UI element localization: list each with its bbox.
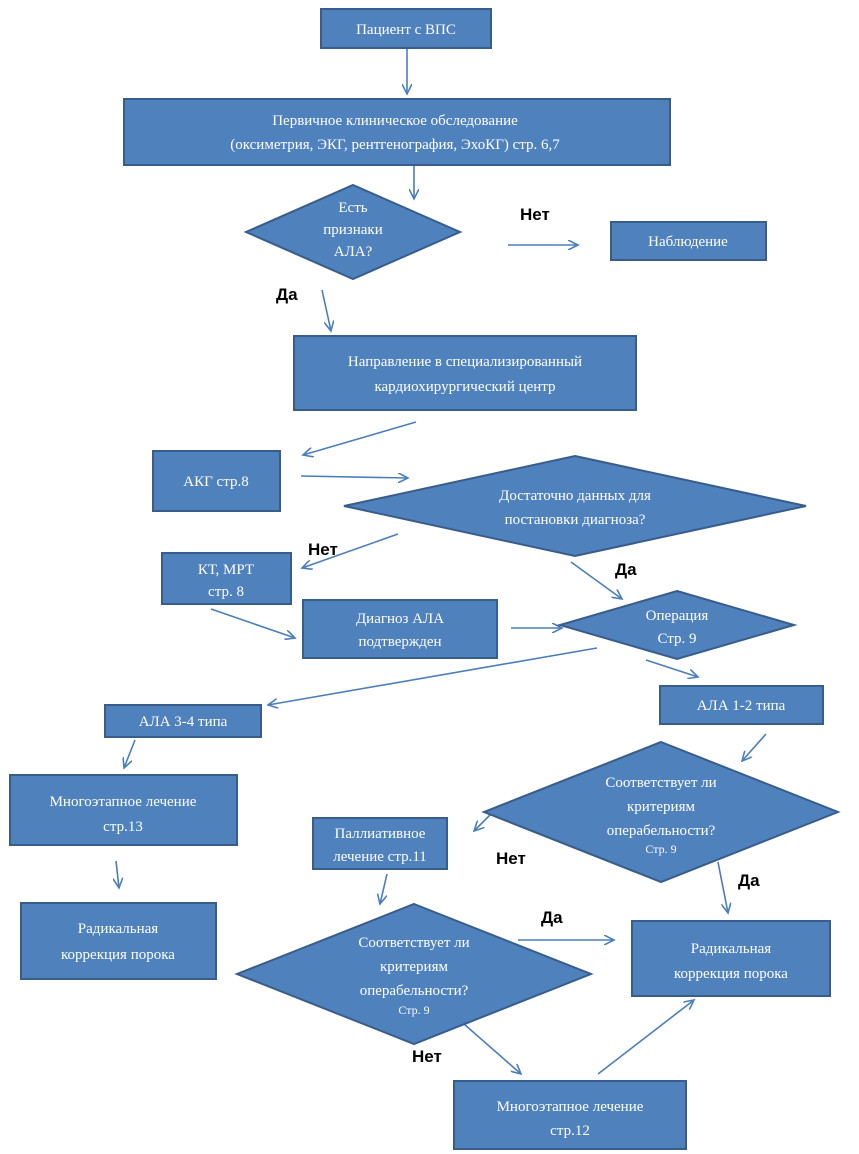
- edge-enough-to-operation: [570, 561, 622, 599]
- node-multistage-12-line-2: стр.12: [550, 1123, 590, 1139]
- node-multistage-13-line-1: Многоэтапное лечение: [50, 794, 197, 810]
- node-patient-line-1: Пациент с ВПС: [356, 22, 456, 38]
- edge-labels: Нет Да Нет Да Нет Да Да Нет: [276, 205, 760, 1066]
- node-ala-3-4: АЛА 3-4 типа: [104, 704, 262, 738]
- node-palliative-line-1: Паллиативное: [335, 826, 426, 842]
- node-palliative: Паллиативное лечение стр.11: [312, 817, 448, 870]
- label-no-palliative: Нет: [496, 849, 526, 868]
- node-radical-right-line-1: Радикальная: [691, 941, 772, 957]
- label-no-ct: Нет: [308, 540, 338, 559]
- node-enough-data: Достаточно данных для постановки диагноз…: [343, 454, 807, 558]
- node-meets-criteria-2-line-3: операбельности?: [360, 983, 469, 999]
- node-meets-criteria-1: Соответствует ли критериям операбельност…: [481, 740, 841, 884]
- node-meets-criteria-1-line-2: критериям: [627, 799, 695, 815]
- node-operation-line-1: Операция: [646, 608, 709, 624]
- edge-criteria1-to-radical-right: [717, 861, 728, 913]
- node-referral: Направление в специализированный кардиох…: [293, 335, 637, 411]
- node-ala-1-2-line-1: АЛА 1-2 типа: [697, 698, 786, 714]
- label-yes-radical-1: Да: [738, 871, 760, 890]
- node-meets-criteria-2-ref: Стр. 9: [398, 1003, 429, 1017]
- node-meets-criteria-2-line-2: критериям: [380, 959, 448, 975]
- node-meets-criteria-2: Соответствует ли критериям операбельност…: [234, 902, 594, 1046]
- node-akg-line-1: АКГ стр.8: [183, 474, 248, 490]
- label-no-observation: Нет: [520, 205, 550, 224]
- edge-multistage12-to-radical-right: [597, 1000, 694, 1075]
- node-observation: Наблюдение: [610, 221, 767, 261]
- label-yes-radical-2: Да: [541, 908, 563, 927]
- node-multistage-12: Многоэтапное лечение стр.12: [453, 1080, 687, 1150]
- edge-enough-to-ct: [302, 533, 399, 568]
- node-primary-exam-line-2: (оксиметрия, ЭКГ, рентгенография, ЭхоКГ)…: [230, 137, 560, 153]
- node-referral-line-2: кардиохирургический центр: [374, 379, 555, 395]
- node-meets-criteria-1-ref: Стр. 9: [645, 842, 676, 856]
- node-radical-left: Радикальная коррекция порока: [20, 902, 217, 980]
- node-meets-criteria-1-line-3: операбельности?: [607, 823, 716, 839]
- label-yes-referral: Да: [276, 285, 298, 304]
- node-multistage-13-line-2: стр.13: [103, 819, 143, 835]
- node-radical-left-line-2: коррекция порока: [61, 947, 175, 963]
- edge-ct-to-diagnosis: [210, 608, 295, 638]
- node-enough-data-line-2: постановки диагноза?: [505, 512, 646, 528]
- node-signs-ala-line-3: АЛА?: [334, 244, 373, 260]
- node-multistage-13: Многоэтапное лечение стр.13: [9, 774, 238, 846]
- node-ala-3-4-line-1: АЛА 3-4 типа: [139, 714, 228, 730]
- edge-operation-to-ala12: [645, 659, 698, 677]
- node-multistage-12-line-1: Многоэтапное лечение: [497, 1099, 644, 1115]
- node-signs-ala: Есть признаки АЛА?: [243, 183, 463, 281]
- node-akg: АКГ стр.8: [152, 450, 281, 512]
- node-palliative-line-2: лечение стр.11: [333, 849, 427, 865]
- label-yes-operation: Да: [615, 560, 637, 579]
- node-ct-mri: КТ, МРТ стр. 8: [161, 552, 292, 605]
- node-signs-ala-line-1: Есть: [338, 200, 367, 216]
- node-operation-line-2: Стр. 9: [657, 631, 696, 647]
- edge-ala34-to-multistage13: [124, 739, 136, 768]
- node-diagnosis-confirmed-line-1: Диагноз АЛА: [356, 611, 444, 627]
- edges: [116, 49, 767, 1075]
- label-no-multistage: Нет: [412, 1047, 442, 1066]
- node-observation-line-1: Наблюдение: [648, 234, 728, 250]
- node-diagnosis-confirmed-line-2: подтвержден: [358, 634, 441, 650]
- edge-operation-to-ala34: [268, 647, 598, 705]
- edge-signs-to-referral: [321, 289, 331, 331]
- node-primary-exam: Первичное клиническое обследование (окси…: [123, 98, 671, 166]
- node-meets-criteria-2-line-1: Соответствует ли: [358, 935, 469, 951]
- node-signs-ala-line-2: признаки: [323, 222, 382, 238]
- edge-akg-to-enough: [300, 476, 408, 478]
- node-ct-mri-line-2: стр. 8: [208, 584, 244, 600]
- node-primary-exam-line-1: Первичное клиническое обследование: [272, 113, 518, 129]
- node-referral-line-1: Направление в специализированный: [348, 354, 582, 370]
- node-ct-mri-line-1: КТ, МРТ: [198, 562, 254, 578]
- edge-criteria2-to-multistage12: [455, 1016, 521, 1074]
- edge-multistage13-to-radical-left: [116, 860, 119, 888]
- node-diagnosis-confirmed: Диагноз АЛА подтвержден: [302, 599, 498, 659]
- edge-ala12-to-criteria1: [742, 733, 767, 761]
- edge-palliative-to-criteria2: [380, 873, 388, 904]
- edge-referral-to-akg: [303, 421, 417, 455]
- node-patient: Пациент с ВПС: [320, 8, 492, 49]
- node-ala-1-2: АЛА 1-2 типа: [659, 685, 824, 725]
- node-radical-left-line-1: Радикальная: [78, 921, 159, 937]
- node-meets-criteria-1-line-1: Соответствует ли: [605, 775, 716, 791]
- node-operation: Операция Стр. 9: [556, 589, 798, 661]
- node-enough-data-line-1: Достаточно данных для: [499, 488, 651, 504]
- node-radical-right: Радикальная коррекция порока: [631, 920, 831, 997]
- node-radical-right-line-2: коррекция порока: [674, 966, 788, 982]
